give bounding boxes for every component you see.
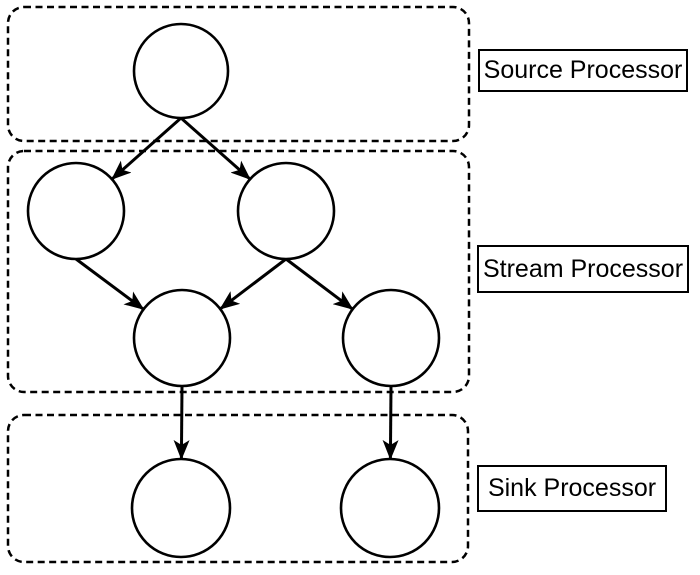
- edge-stream-node-left-to-stream-node-merge: [75, 257, 145, 311]
- sink-node-right: [339, 457, 441, 559]
- source-processor-label: Source Processor: [478, 49, 688, 92]
- edge-stream-node-right-bottom-to-sink-node-right: [382, 385, 399, 461]
- stream-node-left: [26, 161, 126, 261]
- nodes-layer: [26, 22, 441, 559]
- stream-node-right-bottom: [341, 288, 441, 388]
- sink-processor-label: Sink Processor: [477, 465, 667, 512]
- edge-stream-node-merge-to-sink-node-left: [173, 385, 190, 461]
- edge-source-node-to-stream-node-right: [180, 116, 252, 181]
- stream-processor-region-boundary: [6, 149, 471, 394]
- regions-layer: [6, 5, 471, 564]
- sink-node-left: [130, 457, 232, 559]
- edge-stream-node-right-to-stream-node-right-bottom: [285, 257, 354, 311]
- source-node: [132, 22, 230, 120]
- stream-node-merge: [132, 288, 232, 388]
- edge-source-node-to-stream-node-left: [110, 116, 182, 181]
- sink-processor-region-boundary: [6, 413, 470, 564]
- source-processor-region-boundary: [6, 5, 471, 143]
- edge-stream-node-right-to-stream-node-merge: [219, 257, 287, 311]
- stream-processor-label: Stream Processor: [477, 245, 689, 293]
- stream-node-right: [236, 161, 336, 261]
- edges-layer: [75, 116, 399, 461]
